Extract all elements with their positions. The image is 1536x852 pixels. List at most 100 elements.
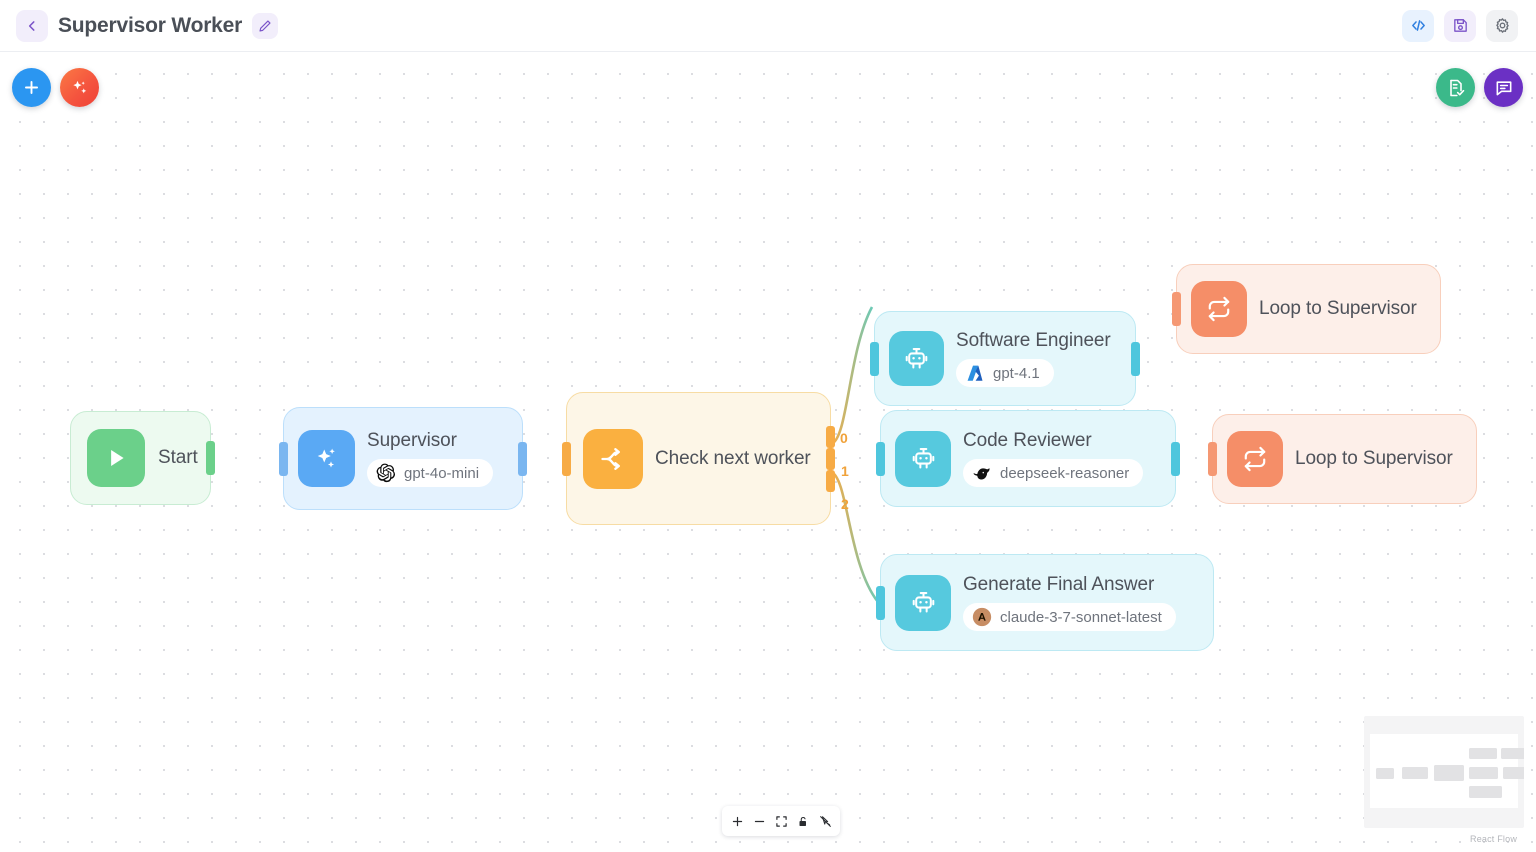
model-name: claude-3-7-sonnet-latest <box>1000 608 1162 626</box>
header-actions-group <box>1402 9 1536 42</box>
handle-target[interactable] <box>1172 292 1181 326</box>
handle-source-1[interactable] <box>826 448 835 470</box>
loop-icon <box>1244 446 1266 472</box>
branch-icon <box>601 447 620 470</box>
handle-target[interactable] <box>279 441 288 476</box>
openai-logo <box>376 463 395 483</box>
handle-target[interactable] <box>876 585 885 620</box>
loop-icon-wrap <box>1227 431 1283 487</box>
robot-icon-wrap <box>895 574 951 631</box>
model-badge[interactable]: gpt-4.1 <box>956 359 1054 387</box>
node-label: Loop to Supervisor <box>1259 298 1417 319</box>
claude-logo <box>972 607 992 627</box>
zoom-in-button[interactable] <box>726 809 748 833</box>
pencil-icon <box>259 19 271 32</box>
chat-button[interactable] <box>1484 68 1523 107</box>
header-left-group: Supervisor Worker <box>0 9 279 42</box>
minimap-node <box>1469 748 1497 759</box>
node-label: Loop to Supervisor <box>1295 448 1453 469</box>
chat-bubble-icon <box>1496 80 1511 95</box>
add-node-button[interactable] <box>12 68 51 107</box>
settings-button[interactable] <box>1486 9 1518 42</box>
node-start[interactable]: Start <box>70 411 215 505</box>
model-badge[interactable]: deepseek-reasoner <box>963 459 1144 487</box>
zoom-out-button[interactable] <box>748 809 770 833</box>
robot-icon <box>912 592 934 613</box>
node-check-next-worker[interactable]: Check next worker <box>562 392 835 525</box>
node-code-reviewer[interactable]: Code Reviewer deepseek-reasoner <box>876 410 1180 507</box>
node-loop-to-supervisor-1[interactable]: Loop to Supervisor <box>1172 264 1441 354</box>
node-label: Code Reviewer <box>963 430 1092 451</box>
minimap-viewport[interactable] <box>1370 734 1524 808</box>
fit-view-button[interactable] <box>770 809 792 833</box>
model-badge[interactable]: claude-3-7-sonnet-latest <box>963 603 1176 631</box>
model-name: gpt-4.1 <box>993 364 1040 382</box>
plus-icon <box>732 816 742 826</box>
code-view-button[interactable] <box>1402 9 1434 42</box>
edge-label-1: 1 <box>841 463 849 479</box>
run-log-button[interactable] <box>1436 68 1475 107</box>
handle-source[interactable] <box>1171 441 1180 476</box>
save-button[interactable] <box>1444 9 1476 42</box>
flow-canvas[interactable]: 0 1 2 Start Supervisor <box>0 52 1536 852</box>
edge-label-2: 2 <box>841 496 849 512</box>
minimap-node <box>1376 768 1394 779</box>
sparkles-icon-wrap <box>298 430 355 487</box>
reactflow-attribution: React Flow <box>1470 834 1518 844</box>
lock-button[interactable] <box>792 809 814 833</box>
minimap-node <box>1503 767 1524 779</box>
handle-target[interactable] <box>870 341 879 376</box>
minimap-node <box>1434 765 1464 781</box>
handle-source[interactable] <box>1131 341 1140 376</box>
model-name: deepseek-reasoner <box>1000 464 1130 482</box>
floppy-disk-icon <box>1453 19 1467 32</box>
robot-icon <box>912 448 934 469</box>
play-icon <box>111 449 124 467</box>
flow-controls <box>722 806 840 836</box>
handle-source[interactable] <box>518 441 527 476</box>
node-label: Check next worker <box>655 447 811 469</box>
sparkles-icon <box>72 80 86 93</box>
handle-target[interactable] <box>562 441 571 476</box>
page-title: Supervisor Worker <box>58 13 243 37</box>
fit-screen-icon <box>775 815 787 827</box>
node-label: Generate Final Answer <box>963 574 1155 595</box>
handle-target[interactable] <box>1208 442 1217 476</box>
azure-logo <box>967 365 983 381</box>
minus-icon <box>754 820 764 822</box>
sparkles-icon <box>317 448 335 468</box>
handle-source-2[interactable] <box>826 470 835 492</box>
ai-generate-button[interactable] <box>60 68 99 107</box>
node-generate-final-answer[interactable]: Generate Final Answer claude-3-7-sonnet-… <box>876 554 1214 651</box>
robot-icon-wrap <box>889 331 944 386</box>
branch-icon-wrap <box>583 428 643 489</box>
handle-source-0[interactable] <box>826 426 835 448</box>
minimap[interactable] <box>1364 716 1524 828</box>
document-check-icon <box>1449 79 1464 96</box>
plus-icon <box>25 81 38 94</box>
crossed-cursor-icon <box>819 815 831 827</box>
gear-icon <box>1495 18 1509 33</box>
node-software-engineer[interactable]: Software Engineer gpt-4.1 <box>870 311 1140 406</box>
edge-check-to-software-engineer <box>830 306 874 446</box>
robot-icon-wrap <box>895 430 951 487</box>
back-button[interactable] <box>16 9 48 42</box>
model-badge[interactable]: gpt-4o-mini <box>367 459 494 487</box>
node-loop-to-supervisor-2[interactable]: Loop to Supervisor <box>1208 414 1477 504</box>
node-supervisor[interactable]: Supervisor gpt-4o-mini <box>279 407 527 510</box>
model-name: gpt-4o-mini <box>404 464 480 482</box>
edit-title-button[interactable] <box>252 12 279 39</box>
deepseek-logo <box>973 468 990 480</box>
edge-check-to-generate-final-answer <box>830 470 880 603</box>
app-header: Supervisor Worker <box>0 0 1536 52</box>
play-icon-wrap <box>87 429 145 487</box>
handle-target[interactable] <box>876 441 885 476</box>
code-brackets-icon <box>1411 20 1425 31</box>
handle-source[interactable] <box>206 441 215 475</box>
minimap-node <box>1469 786 1502 798</box>
toggle-interactivity-button[interactable] <box>814 809 836 833</box>
loop-icon <box>1208 296 1230 322</box>
robot-icon <box>905 348 928 369</box>
minimap-node <box>1469 767 1498 779</box>
node-label: Start <box>158 447 198 468</box>
